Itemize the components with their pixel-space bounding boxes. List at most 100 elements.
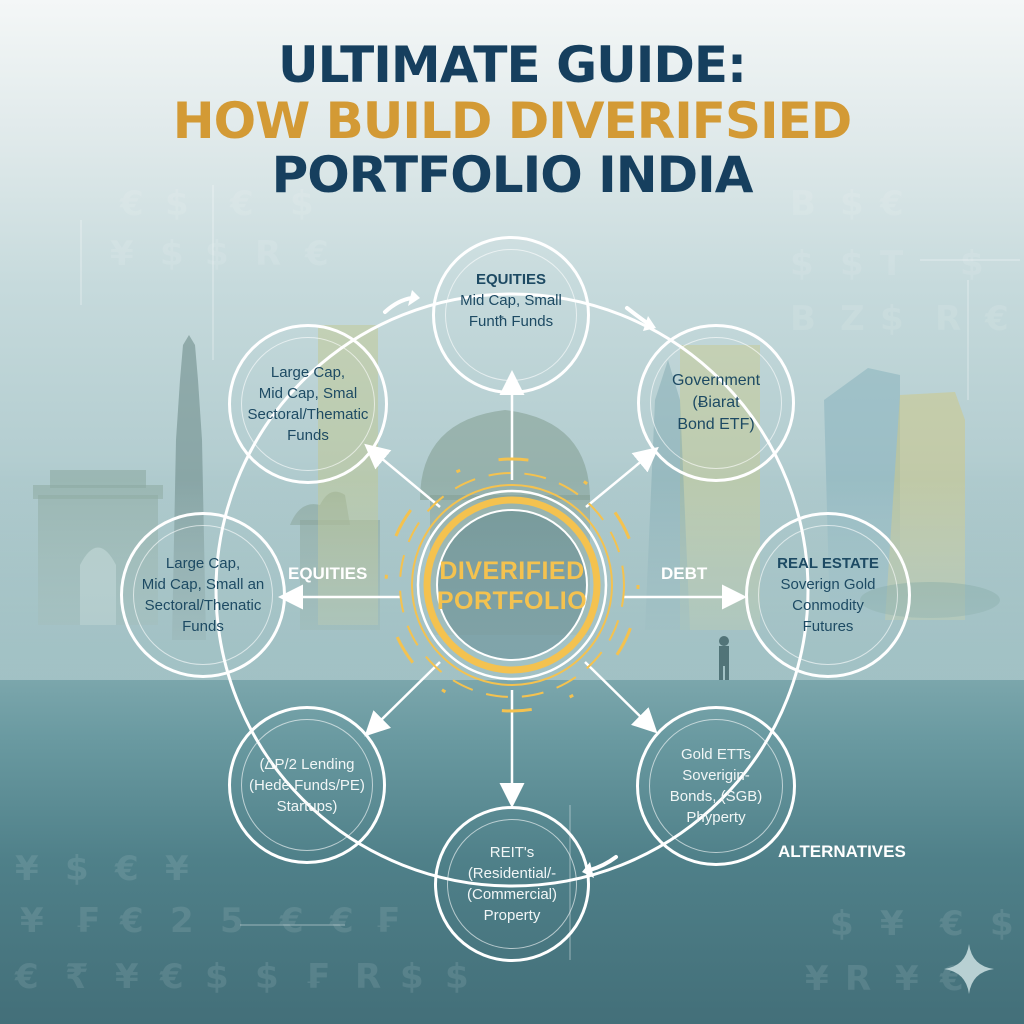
person-silhouette [719,636,729,680]
svg-text:B: B [790,299,816,339]
svg-text:$: $ [840,244,864,284]
svg-text:B: B [790,184,816,224]
node-line: REIT's [489,844,535,861]
svg-text:R: R [355,957,381,997]
node-line: Futures [802,618,854,635]
title-line-3: PORTFOLIO INDIA [271,146,754,204]
node-equities-top: EQUITIES Mid Cap, Small Funtħ Funds [432,236,590,394]
svg-text:¥: ¥ [880,904,904,944]
node-line: Phyperty [686,809,746,826]
node-line: Property [483,907,541,924]
svg-text:$: $ [790,244,814,284]
svg-text:€: € [279,901,304,941]
node-line: Government [671,372,761,389]
svg-text:€: € [984,299,1009,339]
svg-text:$: $ [830,904,854,944]
svg-text:T: T [880,244,904,284]
svg-text:¥: ¥ [165,849,189,889]
node-line: (Residential/- [467,865,557,882]
svg-text:₹: ₹ [65,957,89,997]
svg-text:¥: ¥ [15,849,39,889]
center-label-line-1: DIVERIFIED [439,557,585,585]
node-line: Funds [287,427,329,444]
svg-text:€: € [114,849,139,889]
svg-text:₣: ₣ [375,901,399,941]
svg-text:₣: ₣ [75,901,99,941]
svg-text:€: € [939,904,964,944]
node-line: (ΔP/2 Lending [259,755,355,773]
svg-text:R: R [935,299,961,339]
svg-text:¥: ¥ [115,957,139,997]
node-line: Funtħ Funds [468,312,554,330]
svg-text:€: € [119,901,144,941]
sparkle-icon [944,944,994,994]
svg-text:$: $ [290,184,314,224]
title-line-2: HOW BUILD DIVERIFSIED [172,92,853,150]
node-line: Soverign Gold [780,576,876,593]
svg-text:$: $ [840,184,864,224]
node-line: Large Cap, [165,555,241,572]
node-upper-left-equities: Large Cap, Mid Cap, Smal Sectoral/Themat… [228,324,388,484]
center-label-line-2: PORTFOLIO [436,587,588,615]
svg-text:¥: ¥ [20,901,44,941]
svg-text:€: € [304,234,329,274]
node-line: Startups) [276,797,338,815]
node-lower-left-alternatives: (ΔP/2 Lending (Hede Funds/PE) Startups) [228,706,386,864]
node-line: Sectoral/Thenatic [144,597,262,614]
svg-text:5: 5 [220,901,244,941]
svg-text:$: $ [205,957,229,997]
svg-text:€: € [329,901,354,941]
node-line: Funds [182,618,224,635]
svg-text:¥: ¥ [110,234,134,274]
center-portfolio-label: DIVERIFIED PORTFOLIO [420,556,604,616]
svg-text:Z: Z [840,299,865,339]
svg-text:$: $ [165,184,189,224]
svg-text:€: € [14,957,39,997]
svg-text:$: $ [255,957,279,997]
svg-text:$: $ [960,244,984,284]
node-line: Mid Cap, Small [460,291,562,309]
svg-text:€: € [159,957,184,997]
node-lower-right-gold: Gold ETTs Soverigin- Bonds, (SGB) Phyper… [636,706,796,866]
node-head: EQUITIES [475,270,546,288]
svg-text:$: $ [160,234,184,274]
category-label-debt: DEBT [661,564,708,583]
svg-text:€: € [119,184,144,224]
svg-text:$: $ [445,957,469,997]
node-line: (Commercial) [467,886,557,903]
node-head: REAL ESTATE [777,555,879,572]
center-rings [384,457,640,713]
svg-text:$: $ [205,234,229,274]
node-line: (Ƀiarat [692,394,740,411]
node-line: Conmodity [792,597,864,614]
svg-text:€: € [879,184,904,224]
category-label-alternatives: ALTERNATIVES [778,842,906,861]
svg-text:2: 2 [170,901,194,941]
svg-text:¥: ¥ [805,959,829,999]
node-line: Bond ETF) [677,416,755,433]
svg-text:€: € [229,184,254,224]
node-line: Sectoral/Thematic [247,406,369,423]
node-line: Soverigin- [682,767,750,784]
node-right-real-estate: REAL ESTATE Soverign Gold Conmodity Futu… [745,512,911,678]
node-left-equities: Large Cap, Mid Cap, Small an Sectoral/Th… [120,512,286,678]
node-line: Mid Cap, Smal [258,385,358,402]
node-line: Bonds, (SGB) [669,788,763,805]
category-label-equities: EQUITIES [288,564,368,583]
node-line: Mid Cap, Small an [141,576,265,593]
svg-text:₣: ₣ [305,957,329,997]
node-upper-right-debt: Government (Ƀiarat Bond ETF) [637,324,795,482]
svg-text:$: $ [880,299,904,339]
node-line: Large Cap, [270,364,346,381]
svg-text:$: $ [400,957,424,997]
svg-text:$: $ [990,904,1014,944]
svg-text:¥: ¥ [895,959,919,999]
svg-text:$: $ [65,849,89,889]
title-line-1: ULTIMATE GUIDE: [277,36,747,94]
node-bottom-reits: REIT's (Residential/- (Commercial) Prope… [434,806,590,962]
svg-text:R: R [255,234,281,274]
node-line: Gold ETTs [680,746,751,763]
svg-text:R: R [845,959,871,999]
